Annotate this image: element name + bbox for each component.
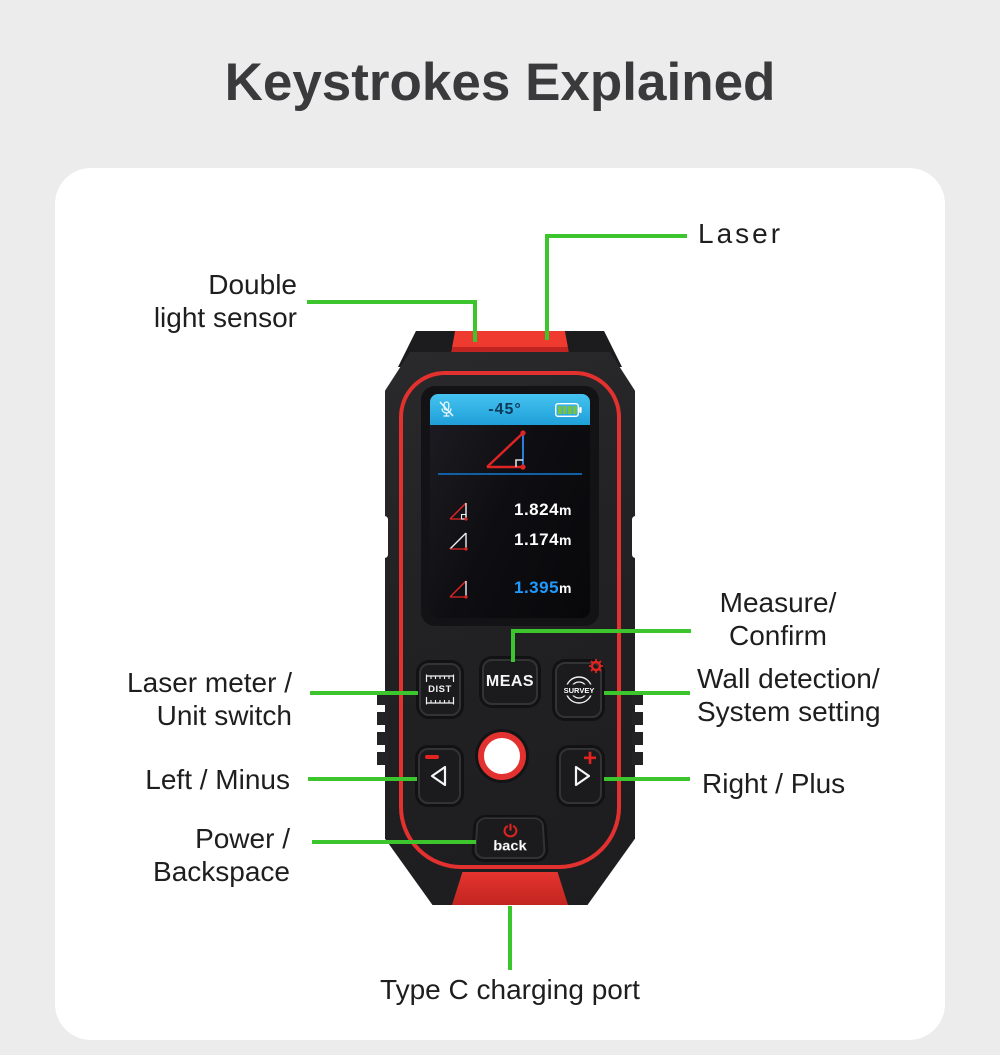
grip-ridge: [632, 752, 643, 765]
callout-line-laser-meter: [310, 691, 418, 695]
callout-line-left-minus: [308, 777, 417, 781]
triangle-row-icon: [449, 580, 468, 599]
grip-ridge: [632, 712, 643, 725]
dist-button[interactable]: DIST: [419, 663, 461, 716]
sensor-center-button[interactable]: [478, 732, 526, 780]
screen-status-bar: -45°: [430, 394, 590, 425]
meas-button[interactable]: MEAS: [482, 659, 538, 705]
gear-icon: [589, 659, 603, 673]
plus-icon: +: [582, 745, 597, 772]
page-title: Keystrokes Explained: [224, 53, 776, 112]
grip-ridge: [377, 752, 388, 765]
minus-icon: [425, 755, 439, 759]
label-right-plus: Right / Plus: [702, 768, 846, 799]
screen-divider: [438, 473, 582, 475]
battery-icon: [555, 402, 582, 417]
back-button-label: back: [493, 837, 527, 854]
device-screen: -45°: [430, 394, 590, 618]
left-minus-button[interactable]: [418, 748, 461, 804]
power-icon: [502, 823, 518, 838]
red-accent-ring: [399, 371, 621, 869]
right-arrow-icon: [574, 765, 590, 787]
callout-line-measure-confirm: [511, 629, 691, 633]
label-double-light-sensor: Double light sensor: [153, 269, 297, 333]
svg-text:SURVEY: SURVEY: [563, 686, 594, 695]
label-wall-detection: Wall detection/ System setting: [697, 663, 881, 727]
label-laser: Laser: [698, 218, 784, 249]
triangle-row-icon: [449, 502, 468, 521]
ruler-icon: [425, 697, 455, 705]
angle-readout: -45°: [488, 400, 522, 418]
survey-button[interactable]: SURVEY: [555, 659, 603, 718]
measurement-row: 1.395m: [430, 577, 590, 601]
label-power-backspace: Power / Backspace: [153, 823, 290, 887]
callout-line-double-light-sensor: [473, 300, 477, 342]
grip-ridge: [377, 712, 388, 725]
angle-triangle-icon: [486, 430, 526, 470]
screen-content: 1.824m 1.174m: [430, 425, 590, 618]
label-type-c: Type C charging port: [380, 974, 640, 1005]
callout-line-power-backspace: [312, 840, 476, 844]
callout-line-right-plus: [604, 777, 690, 781]
label-left-minus: Left / Minus: [145, 764, 290, 795]
label-laser-meter: Laser meter / Unit switch: [127, 667, 292, 731]
meas-button-label: MEAS: [485, 673, 535, 690]
grip-ridge: [632, 692, 643, 705]
measurement-value: 1.395m: [514, 578, 572, 597]
label-measure-confirm: Measure/ Confirm: [719, 587, 837, 651]
callout-line-type-c: [508, 906, 512, 970]
measurement-row: 1.824m: [430, 499, 590, 523]
dist-button-label: DIST: [428, 684, 452, 695]
side-notch-left: [381, 516, 388, 558]
ruler-icon: [425, 674, 455, 682]
callout-line-double-light-sensor: [307, 300, 477, 304]
triangle-row-icon: [449, 532, 468, 551]
grip-ridge: [377, 732, 388, 745]
grip-ridge: [632, 732, 643, 745]
type-c-port-area: [452, 872, 568, 905]
grip-ridge: [377, 692, 388, 705]
left-arrow-icon: [430, 765, 446, 787]
side-notch-right: [632, 516, 639, 558]
measurement-row: 1.174m: [430, 529, 590, 553]
callout-line-laser: [545, 234, 687, 238]
callout-line-measure-confirm: [511, 629, 515, 662]
measurement-value: 1.824m: [514, 500, 572, 519]
power-back-button[interactable]: back: [474, 817, 546, 859]
survey-radar-icon: SURVEY: [561, 676, 596, 704]
right-plus-button[interactable]: +: [559, 745, 602, 804]
callout-line-laser: [545, 234, 549, 340]
callout-line-wall-detection: [604, 691, 690, 695]
mute-icon: [439, 401, 454, 417]
measurement-value: 1.174m: [514, 530, 572, 549]
